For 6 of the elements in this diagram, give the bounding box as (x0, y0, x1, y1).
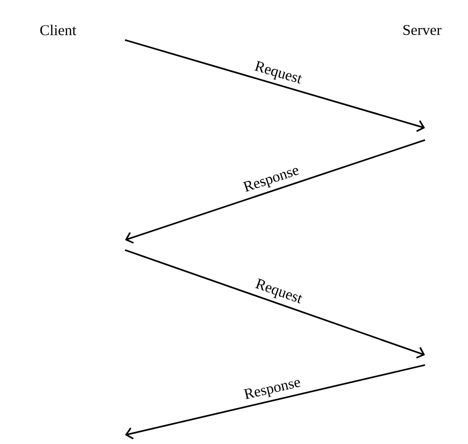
arrow-label: Request (255, 278, 302, 304)
arrow-label: Response (244, 380, 300, 400)
party-label: Client (40, 24, 76, 36)
arrow-label: Response (242, 168, 300, 192)
party-label: Server (403, 24, 442, 36)
arrow-label: Request (254, 60, 302, 84)
